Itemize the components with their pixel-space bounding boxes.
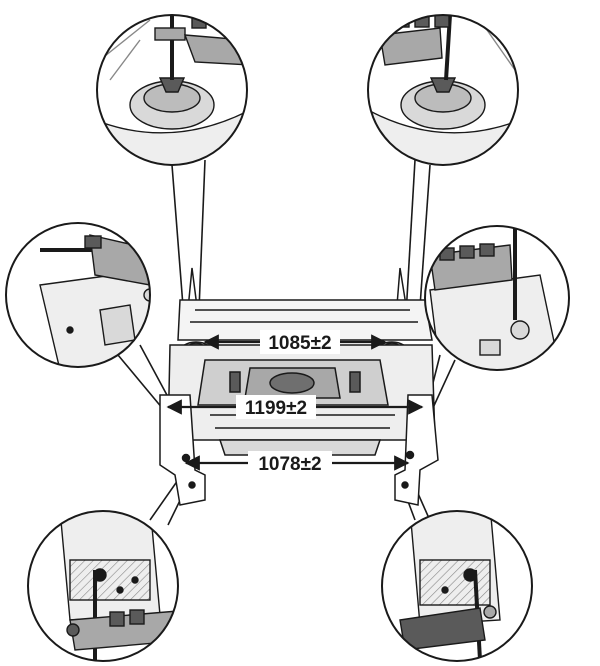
callout-lower-right-mount-bracket	[381, 510, 533, 662]
dimension-labels: 1085±2 1199±2 1078±2	[236, 330, 340, 475]
dimension-label-front-rail: 1199±2	[245, 398, 307, 419]
callout-middle-right-rail-bracket	[424, 225, 570, 371]
callout-upper-left-strut-mount	[96, 14, 248, 166]
front-end-body-structure	[159, 267, 439, 506]
callout-middle-left-rail-bracket	[5, 222, 151, 368]
dimension-lines	[166, 334, 424, 471]
callout-lower-left-mount-bracket	[27, 510, 179, 662]
dimension-label-strut-tower: 1085±2	[268, 333, 331, 354]
callout-upper-right-strut-mount	[367, 14, 519, 166]
dimension-label-rear-mount: 1078±2	[258, 454, 321, 475]
